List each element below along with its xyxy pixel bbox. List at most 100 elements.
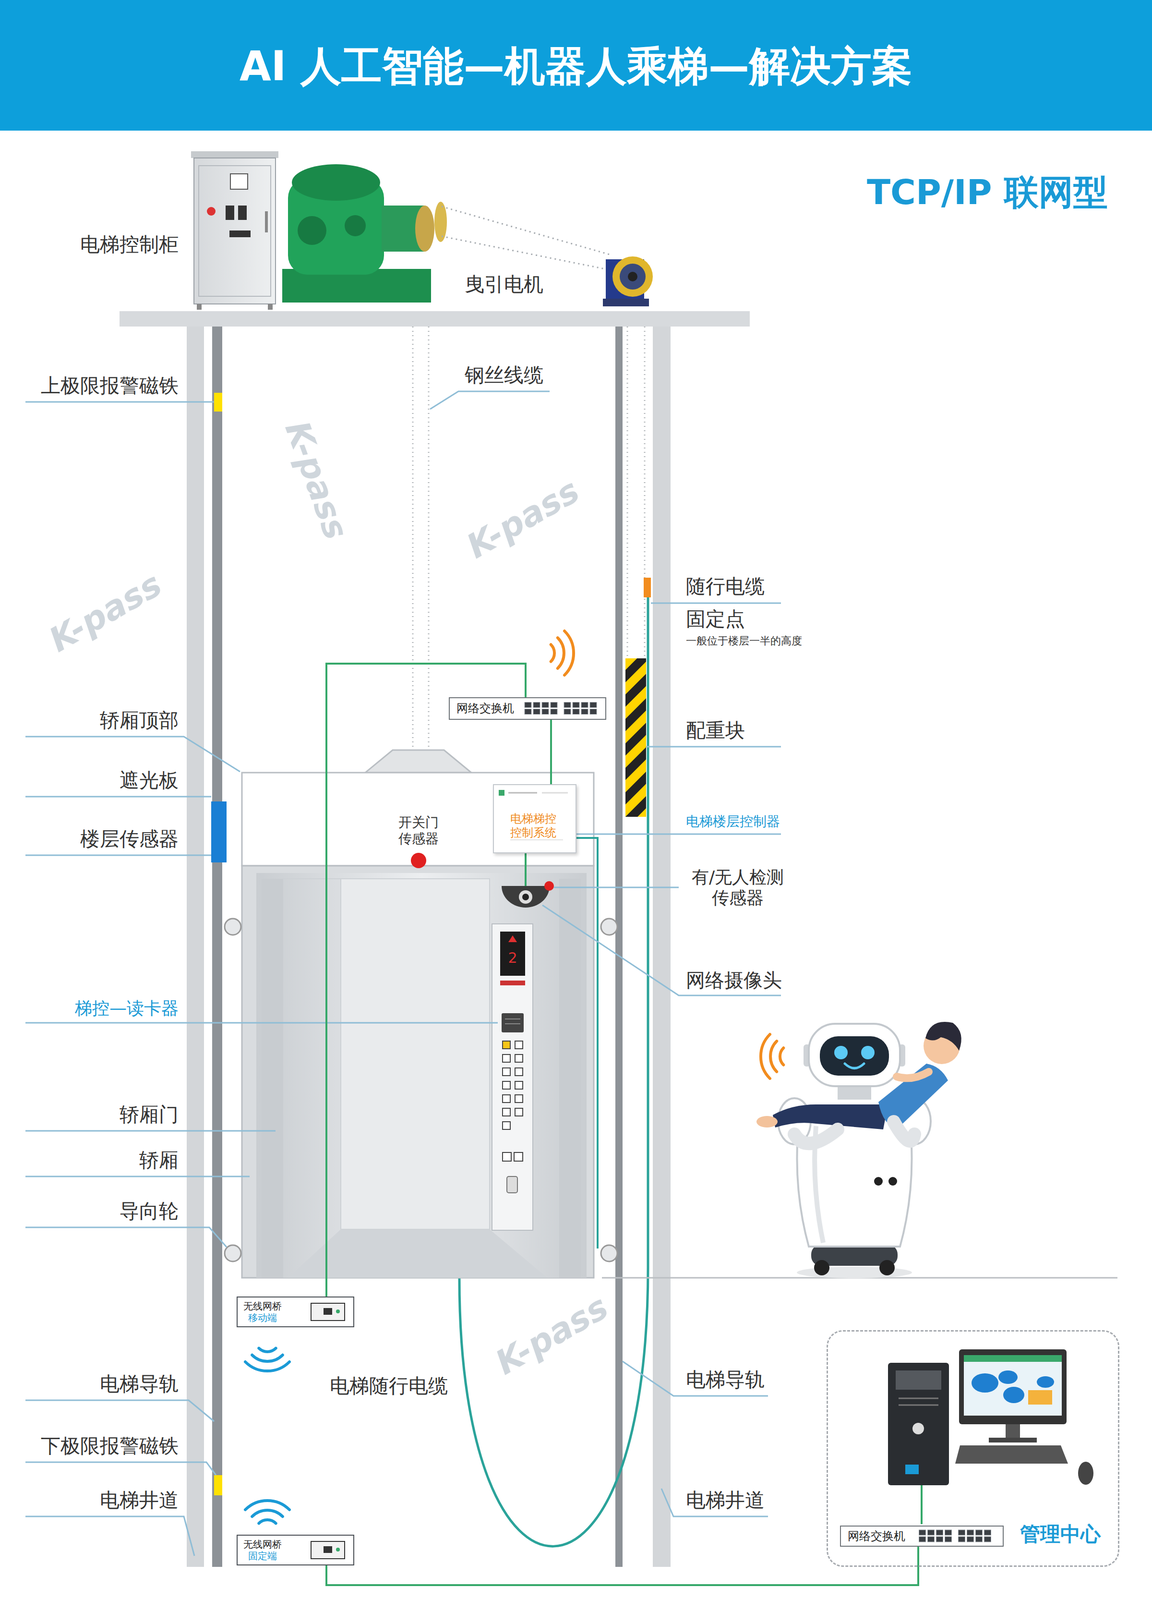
part-label: 开关门 传感器 [395, 814, 443, 847]
computer-illustration [988, 1437, 1037, 1442]
node-text: 网络交换机 [847, 1528, 906, 1543]
part-label: 电梯导轨 [685, 1367, 765, 1392]
leader-line [25, 401, 215, 403]
elevator-car [500, 931, 526, 976]
part-label: 电梯随行电缆 [329, 1373, 448, 1398]
part-label: 电梯控制柜 [80, 232, 179, 257]
subtitle: TCP/IP 联网型 [866, 171, 1108, 213]
node-text: 无线网桥 [243, 1537, 282, 1550]
switch-port [589, 708, 597, 715]
steel-cable [644, 326, 646, 659]
watermark: K-pass [42, 564, 169, 660]
node-text: 网络交换机 [456, 701, 515, 716]
switch-port [958, 1529, 966, 1535]
wireless-bridge: 无线网桥固定端 [236, 1534, 355, 1565]
robot-illustration [814, 1259, 830, 1275]
shaft-walls [615, 326, 623, 1567]
signal-wire [525, 837, 922, 1524]
control-box: 电梯梯控 控制系统 [492, 783, 577, 853]
computer-illustration [1078, 1461, 1094, 1485]
part-label: 电梯楼层控制器 [685, 813, 780, 830]
part-label: 电梯导轨 [99, 1371, 179, 1396]
computer-illustration [971, 1372, 999, 1392]
computer-illustration [888, 1348, 1094, 1485]
leader-line [25, 1021, 498, 1024]
control-cabinet [206, 206, 216, 216]
page-title: AI 人工智能—机器人乘梯—解决方案 [239, 41, 913, 91]
decor-line [510, 839, 564, 840]
wireless-waves [245, 1500, 290, 1510]
steel-cable [626, 326, 629, 659]
part-label: 轿厢门 [119, 1102, 179, 1127]
robot-illustration [888, 1176, 898, 1186]
limit-magnet [214, 1474, 223, 1495]
elevator-car [502, 1152, 512, 1161]
robot-illustration [879, 1259, 895, 1275]
elevator-car [502, 1054, 511, 1062]
traction-machine [627, 271, 638, 282]
wireless-bridge: 无线网桥移动端 [236, 1296, 355, 1327]
bridge-port [323, 1545, 333, 1553]
elevator-car [256, 872, 587, 1278]
part-label: 楼层传感器 [80, 827, 179, 851]
switch-port [936, 1529, 944, 1535]
wireless-waves [252, 1354, 283, 1361]
switch-port [564, 708, 571, 715]
part-label: 遮光板 [119, 768, 179, 792]
elevator-car [365, 749, 472, 773]
robot-illustration [893, 1121, 915, 1141]
part-label: 电梯井道 [99, 1488, 179, 1512]
floor-display: 2 [507, 948, 517, 967]
robot-illustration [874, 1176, 883, 1186]
floor-sensor [211, 801, 227, 863]
switch-port [524, 708, 532, 715]
part-label: 有/无人检测 传感器 [685, 866, 790, 908]
elevator-car [283, 877, 341, 879]
leader-line [430, 391, 550, 409]
leader-line [622, 1360, 768, 1396]
bridge-led [336, 1547, 340, 1551]
signal-wire [524, 852, 527, 886]
signal-wire [920, 1484, 923, 1524]
node-text: 移动端 [248, 1311, 277, 1323]
network-camera [522, 893, 529, 900]
switch-port [945, 1536, 952, 1542]
robot-illustration [772, 1104, 888, 1129]
traction-machine [619, 263, 646, 290]
presence-sensor [544, 880, 554, 891]
leader-line [25, 1515, 195, 1556]
part-label: 导向轮 [119, 1199, 179, 1223]
guide-wheel [224, 918, 241, 935]
wireless-waves [245, 1361, 290, 1371]
leader-line [576, 833, 781, 835]
leader-line [553, 886, 679, 888]
fixed-point [643, 577, 651, 598]
node-text: 固定端 [248, 1549, 277, 1561]
elevator-car [502, 1121, 511, 1129]
elevator-car [515, 1054, 523, 1062]
switch-port [984, 1536, 992, 1542]
robot-illustration [819, 1035, 889, 1076]
wireless-waves [245, 630, 784, 1523]
leader-line [25, 1399, 215, 1421]
switch-port [550, 708, 558, 715]
elevator-car [515, 1107, 523, 1116]
logo-mark [498, 789, 505, 796]
computer-illustration [955, 1444, 1068, 1464]
control-cabinet [238, 205, 247, 220]
leader-line [650, 602, 781, 604]
control-cabinet [193, 157, 276, 304]
part-label: 上极限报警磁铁 [40, 373, 179, 398]
shaft-walls [212, 326, 223, 1567]
control-cabinet [191, 151, 279, 310]
part-label: 随行电缆 [685, 574, 765, 599]
guide-wheel [224, 1244, 241, 1261]
computer-illustration [963, 1354, 1062, 1416]
computer-illustration [1028, 1389, 1053, 1404]
leader-line [661, 1488, 768, 1516]
computer-illustration [963, 1354, 1062, 1362]
traction-machine [415, 205, 435, 252]
guide-wheel [224, 918, 618, 1261]
leader-line [25, 854, 212, 856]
elevator-car [508, 935, 517, 942]
